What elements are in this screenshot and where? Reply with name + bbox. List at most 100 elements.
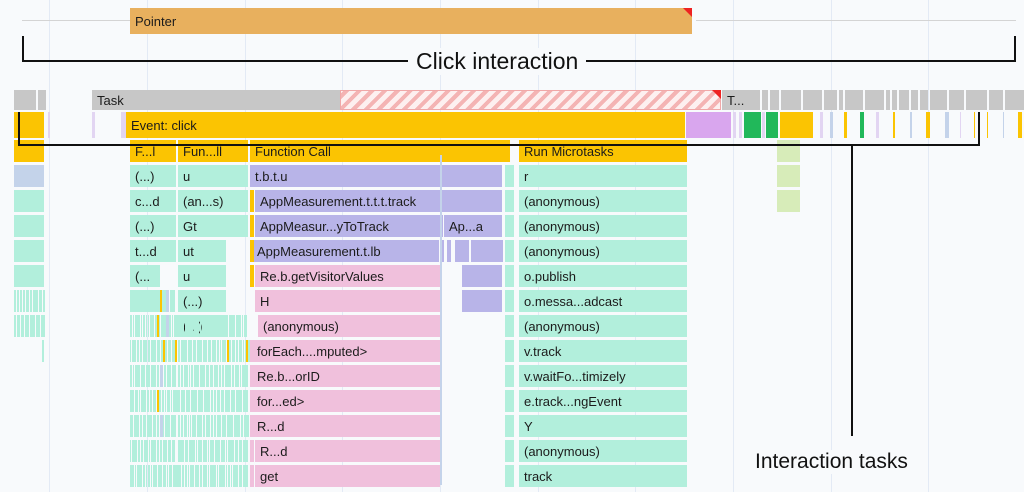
task-sliver[interactable]: [1005, 90, 1024, 110]
task-sliver[interactable]: [886, 90, 890, 110]
micro-bar: [208, 465, 209, 487]
flame-bar-r3-1[interactable]: Gt: [178, 215, 248, 237]
left-col-blue[interactable]: [14, 165, 44, 187]
micro-bar: [198, 440, 202, 462]
task-sliver[interactable]: [865, 90, 884, 110]
event-row-right-chunk[interactable]: [780, 112, 813, 138]
flame-bar-r13-1[interactable]: track: [519, 465, 687, 487]
flame-bar-r11-0[interactable]: R...d: [252, 415, 440, 437]
flame-bar-r11-1[interactable]: Y: [519, 415, 687, 437]
flame-bar-r5-3[interactable]: o.publish: [519, 265, 687, 287]
flame-bar-r3-4[interactable]: (anonymous): [519, 215, 687, 237]
task-sliver[interactable]: [762, 90, 768, 110]
flame-bar-r3-2[interactable]: AppMeasur...yToTrack: [255, 215, 443, 237]
flame-bar-r7-1[interactable]: (anonymous): [258, 315, 440, 337]
flame-bar-r7-2[interactable]: (anonymous): [519, 315, 687, 337]
micro-bar: [228, 465, 230, 487]
flame-bar-r12-1[interactable]: (anonymous): [519, 440, 687, 462]
task-sliver[interactable]: [920, 90, 928, 110]
task-sliver[interactable]: [803, 90, 822, 110]
flame-bar-r3-0[interactable]: (...): [130, 215, 176, 237]
flame-bar-r6-2[interactable]: H: [255, 290, 440, 312]
flame-bar-r1-0[interactable]: (...): [130, 165, 176, 187]
left-micro: [39, 290, 42, 312]
flame-bar-r5-2[interactable]: Re.b.getVisitorValues: [255, 265, 440, 287]
interaction-tasks-box-left: [18, 112, 20, 146]
flame-bar-r4-0[interactable]: t...d: [130, 240, 176, 262]
micro-bar: [188, 465, 189, 487]
micro-bar: [150, 390, 152, 412]
gc-bar-2[interactable]: [766, 112, 778, 138]
task-sliver[interactable]: [966, 90, 987, 110]
micro-bar: [189, 365, 190, 387]
task-sliver[interactable]: [824, 90, 837, 110]
flame-bar-r13-0[interactable]: get: [255, 465, 440, 487]
task-bar-trailing[interactable]: T...: [722, 90, 760, 110]
left-micro: [30, 315, 35, 337]
task-sliver[interactable]: [839, 90, 843, 110]
flame-bar-label: r: [524, 168, 529, 184]
flame-bar-label: R...d: [260, 443, 288, 459]
flame-bar-r5-0[interactable]: (...: [130, 265, 160, 287]
flame-bar-label: (...): [135, 218, 155, 234]
layout-block-2[interactable]: [777, 165, 800, 187]
task-sliver[interactable]: [770, 90, 779, 110]
event-click-bar[interactable]: Event: click: [126, 112, 685, 138]
left-micro: [43, 290, 45, 312]
flame-bar-label: track: [524, 468, 553, 484]
flame-bar-r9-1[interactable]: v.waitFo...timizely: [519, 365, 687, 387]
micro-bar: [243, 465, 248, 487]
left-micro: [14, 315, 16, 337]
micro-bar: [135, 465, 136, 487]
micro-bar: [140, 415, 142, 437]
flame-bar-r2-0[interactable]: c...d: [130, 190, 176, 212]
left-col-teal-2[interactable]: [14, 215, 44, 237]
task-sliver[interactable]: [949, 90, 964, 110]
flame-bar-r6-1[interactable]: (...): [178, 290, 226, 312]
flame-bar-r2-3[interactable]: (anonymous): [519, 190, 687, 212]
micro-bar: [219, 465, 225, 487]
hairline-yellow: [227, 340, 229, 362]
task-chunk-a[interactable]: [14, 90, 36, 110]
task-bar[interactable]: Task: [92, 90, 340, 110]
pointer-interaction-bar[interactable]: Pointer: [130, 8, 692, 34]
flame-bar-r9-0[interactable]: Re.b...orID: [252, 365, 440, 387]
interaction-tasks-box-top: [18, 144, 980, 146]
left-col-teal-4[interactable]: [14, 265, 44, 287]
task-sliver[interactable]: [989, 90, 1003, 110]
flame-bar-r6-3[interactable]: o.messa...adcast: [519, 290, 687, 312]
flame-bar-r3-3[interactable]: Ap...a: [444, 215, 502, 237]
long-task-warning-bar[interactable]: [340, 90, 721, 110]
flame-bar-r10-0[interactable]: for...ed>: [252, 390, 440, 412]
flame-bar-r8-1[interactable]: v.track: [519, 340, 687, 362]
task-sliver[interactable]: [892, 90, 897, 110]
task-sliver[interactable]: [781, 90, 801, 110]
paint-bar[interactable]: [686, 112, 731, 138]
left-col-teal-1[interactable]: [14, 190, 44, 212]
flame-bar-r5-1[interactable]: u: [178, 265, 226, 287]
task-sliver[interactable]: [845, 90, 863, 110]
task-chunk-b[interactable]: [38, 90, 46, 110]
task-sliver[interactable]: [911, 90, 918, 110]
flame-bar-r10-1[interactable]: e.track...ngEvent: [519, 390, 687, 412]
flame-bar-r2-2[interactable]: AppMeasurement.t.t.t.track: [255, 190, 502, 212]
left-col-teal-3[interactable]: [14, 240, 44, 262]
hairline-yellow: [175, 340, 177, 362]
task-sliver[interactable]: [899, 90, 909, 110]
layout-block-3[interactable]: [777, 190, 800, 212]
task-sliver[interactable]: [930, 90, 947, 110]
flame-bar-r4-1[interactable]: ut: [178, 240, 226, 262]
gc-bar-1[interactable]: [744, 112, 761, 138]
micro-bar: [163, 440, 167, 462]
flame-bar-r1-1[interactable]: u: [178, 165, 248, 187]
flame-bar-r4-3[interactable]: (anonymous): [519, 240, 687, 262]
flame-bar-r1-3[interactable]: r: [519, 165, 687, 187]
flame-bar-r4-2[interactable]: AppMeasurement.t.lb: [252, 240, 439, 262]
flame-bar-r12-0[interactable]: R...d: [255, 440, 440, 462]
flame-bar-r8-0[interactable]: forEach....mputed>: [252, 340, 440, 362]
event-sliver-7: [926, 112, 930, 138]
flame-bar-r1-2[interactable]: t.b.t.u: [250, 165, 502, 187]
pointer-label: Pointer: [135, 13, 177, 29]
micro-bar: [233, 465, 238, 487]
flame-bar-r2-1[interactable]: (an...s): [178, 190, 248, 212]
